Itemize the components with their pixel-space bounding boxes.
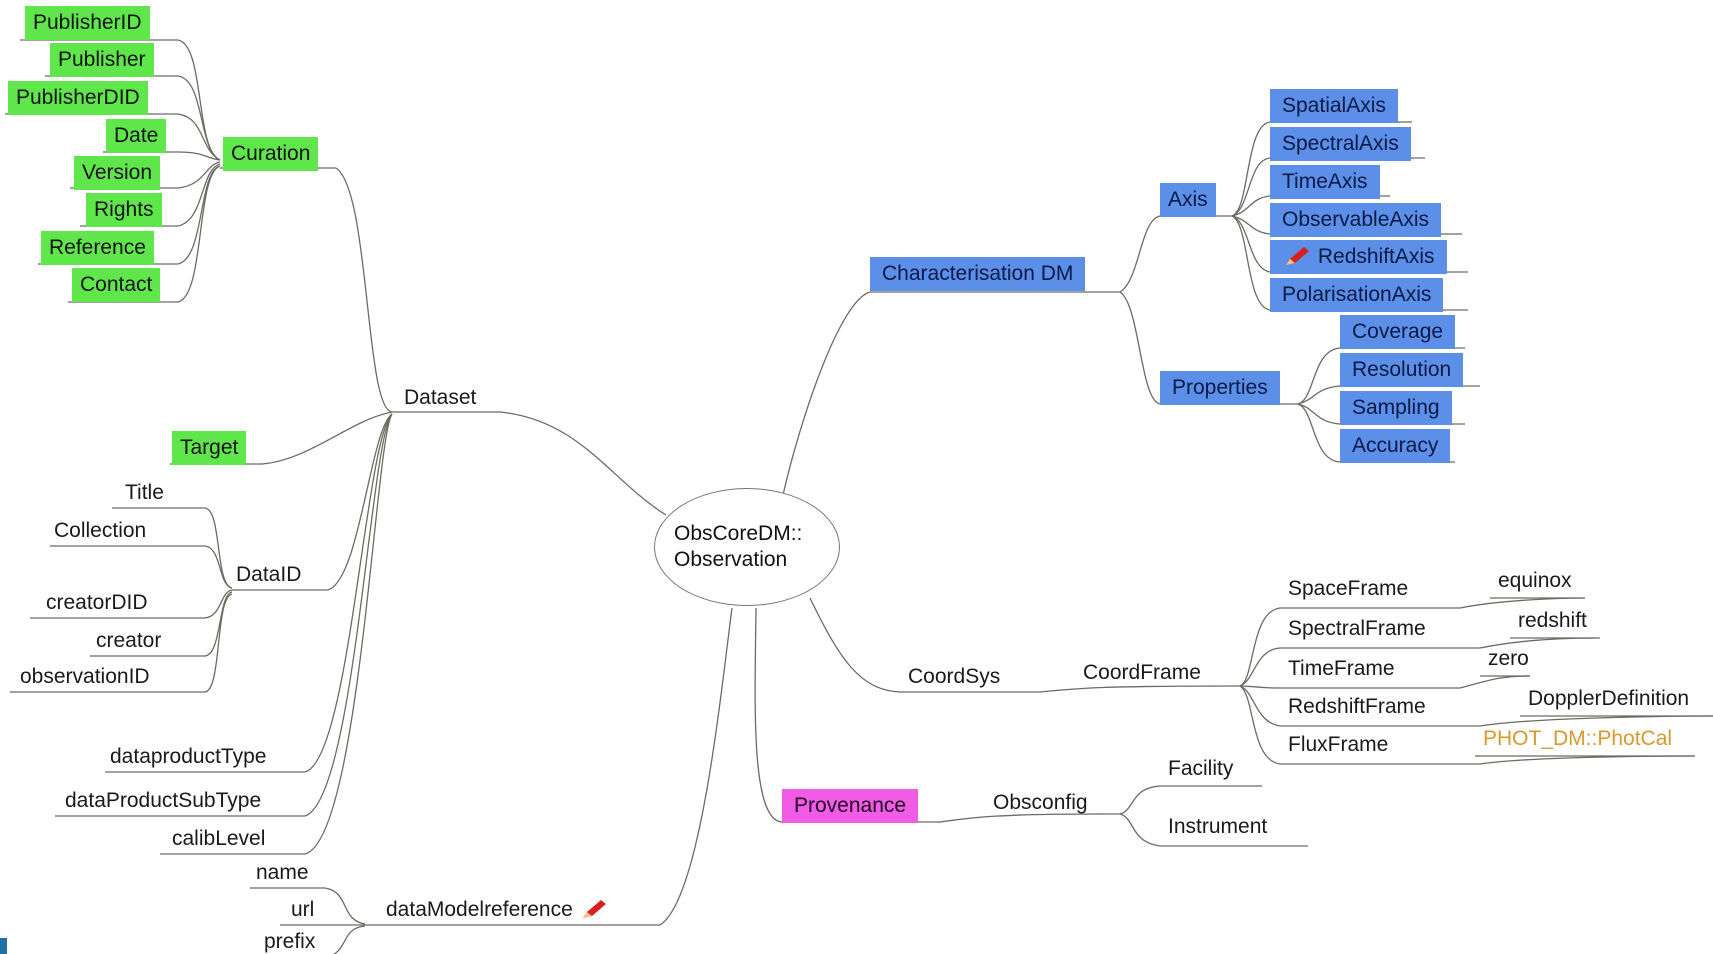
frame-spectral: SpectralFrame (1288, 617, 1426, 640)
frame-spectral-value: redshift (1518, 609, 1587, 632)
pencil-icon (1286, 247, 1309, 266)
axis-item-redshift-label: RedshiftAxis (1317, 245, 1435, 268)
dataset-node: Dataset (404, 386, 477, 409)
curation-item-reference: Reference (41, 231, 154, 265)
properties-item-coverage: Coverage (1340, 315, 1456, 349)
axis-node: Axis (1160, 183, 1216, 217)
properties-item-resolution: Resolution (1340, 353, 1464, 387)
datamodel-item-url: url (291, 898, 315, 921)
frame-redshift-value: DopplerDefinition (1528, 687, 1690, 710)
dataproducttype-node: dataproductType (110, 745, 267, 768)
dataid-node: DataID (236, 563, 302, 586)
axis-item-spatial: SpatialAxis (1270, 89, 1398, 123)
dataid-item-title: Title (125, 481, 164, 504)
axis-item-spectral: SpectralAxis (1270, 127, 1411, 161)
properties-item-accuracy: Accuracy (1340, 429, 1451, 463)
center-line2: Observation (674, 548, 788, 571)
dataid-item-observationid: observationID (20, 665, 150, 688)
provenance-node: Provenance (782, 789, 919, 823)
curation-item-contact: Contact (72, 268, 161, 302)
datamodel-label: dataModelreference (386, 898, 573, 921)
properties-node: Properties (1160, 371, 1280, 405)
dataid-item-collection: Collection (54, 519, 147, 542)
center-node: ObsCoreDM:: Observation (654, 488, 840, 606)
curation-item-publisherid: PublisherID (25, 6, 150, 40)
frame-space: SpaceFrame (1288, 577, 1409, 600)
frame-flux-value: PHOT_DM::PhotCal (1483, 727, 1673, 750)
datamodel-item-name: name (256, 861, 309, 884)
axis-item-polarisation: PolarisationAxis (1270, 278, 1444, 312)
coordsys-node: CoordSys (908, 665, 1001, 688)
characterisation-node: Characterisation DM (870, 257, 1086, 291)
axis-item-redshift: RedshiftAxis (1270, 240, 1447, 274)
corner-marker (0, 938, 7, 954)
curation-item-publisher: Publisher (50, 43, 154, 77)
target-node: Target (172, 431, 247, 465)
axis-item-observable: ObservableAxis (1270, 203, 1442, 237)
provenance-item-facility: Facility (1168, 757, 1234, 780)
curation-item-publisherdid: PublisherDID (8, 81, 148, 115)
dataid-item-creator: creator (96, 629, 162, 652)
curation-node: Curation (223, 137, 319, 171)
provenance-item-instrument: Instrument (1168, 815, 1268, 838)
frame-redshift: RedshiftFrame (1288, 695, 1426, 718)
datamodel-item-prefix: prefix (264, 930, 316, 953)
caliblevel-node: calibLevel (172, 827, 266, 850)
dataproductsubtype-node: dataProductSubType (65, 789, 262, 812)
datamodel-node: dataModelreference (378, 893, 617, 927)
axis-item-time: TimeAxis (1270, 165, 1380, 199)
pencil-icon (582, 900, 606, 919)
center-line1: ObsCoreDM:: (674, 522, 803, 545)
dataid-item-creatordid: creatorDID (46, 591, 148, 614)
curation-item-rights: Rights (86, 193, 162, 227)
properties-item-sampling: Sampling (1340, 391, 1452, 425)
coordframe-node: CoordFrame (1083, 661, 1201, 684)
obsconfig-node: Obsconfig (993, 791, 1088, 814)
frame-flux: FluxFrame (1288, 733, 1389, 756)
curation-item-date: Date (106, 119, 167, 153)
frame-space-value: equinox (1498, 569, 1572, 592)
frame-time: TimeFrame (1288, 657, 1395, 680)
curation-item-version: Version (74, 156, 161, 190)
frame-time-value: zero (1488, 647, 1529, 670)
